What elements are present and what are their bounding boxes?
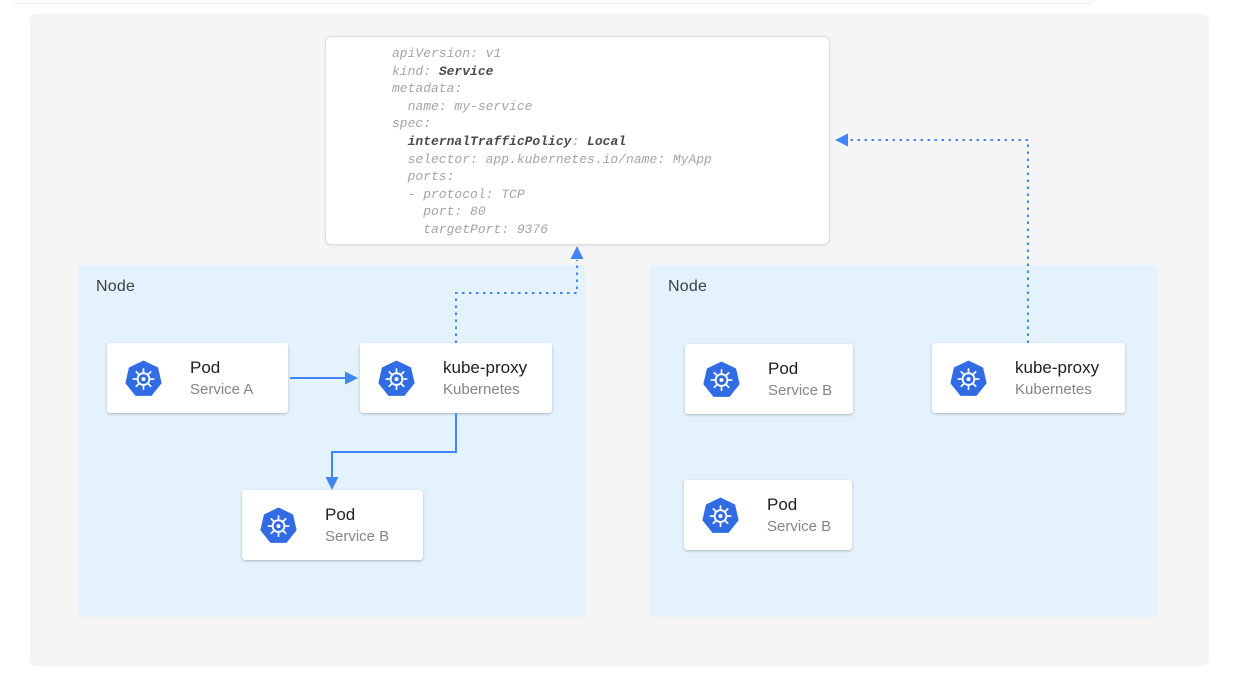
kubernetes-icon (702, 497, 739, 534)
kubernetes-icon (950, 360, 987, 397)
card-pod-service-b-left: Pod Service B (242, 490, 423, 560)
kubernetes-icon (260, 507, 297, 544)
yaml-line: ports: (392, 169, 455, 185)
card-subtitle: Service A (190, 381, 254, 398)
node-label: Node (668, 278, 708, 295)
card-subtitle: Kubernetes (1015, 381, 1092, 398)
card-kube-proxy-right: kube-proxy Kubernetes (932, 343, 1125, 413)
card-text: Pod Service B (325, 506, 389, 544)
card-title: Pod (768, 359, 799, 378)
yaml-line: kind: Service (392, 63, 494, 79)
card-title: Pod (190, 358, 221, 377)
card-subtitle: Service B (768, 382, 833, 399)
card-subtitle: Kubernetes (443, 381, 520, 398)
card-pod-service-a: Pod Service A (107, 343, 288, 413)
card-text: Pod Service B (767, 496, 831, 534)
yaml-line: apiVersion: v1 (392, 46, 502, 61)
card-title: Pod (767, 495, 798, 514)
diagram-canvas: apiVersion: v1 kind: Service metadata: nam… (30, 14, 1209, 666)
kubernetes-icon (378, 360, 415, 397)
card-pod-service-b-right-top: Pod Service B (685, 344, 853, 414)
kubernetes-icon (125, 360, 162, 397)
yaml-line: - protocol: TCP (392, 186, 525, 202)
card-subtitle: Service B (325, 528, 390, 545)
card-title: kube-proxy (443, 358, 528, 377)
yaml-line: metadata: (392, 81, 463, 97)
node-box-right: Node (650, 265, 1157, 617)
yaml-line: name: my-service (392, 98, 533, 114)
card-title: kube-proxy (1015, 358, 1100, 377)
yaml-line: targetPort: 9376 (392, 221, 549, 237)
page-top-divider (13, 0, 1093, 4)
card-title: Pod (325, 505, 356, 524)
card-text: Pod Service B (768, 360, 832, 398)
yaml-code: apiVersion: v1 kind: Service metadata: nam… (392, 45, 819, 239)
yaml-line: internalTrafficPolicy: Local (407, 133, 627, 149)
yaml-line: port: 80 (392, 204, 486, 220)
service-yaml-box: apiVersion: v1 kind: Service metadata: nam… (325, 36, 830, 245)
node-box-left: Node (78, 265, 585, 617)
yaml-line: spec: (392, 116, 432, 132)
kubernetes-icon (703, 361, 740, 398)
node-label: Node (96, 278, 136, 295)
card-text: kube-proxy Kubernetes (443, 359, 527, 397)
card-text: Pod Service A (190, 359, 253, 397)
card-pod-service-b-right-bottom: Pod Service B (684, 480, 852, 550)
card-kube-proxy-left: kube-proxy Kubernetes (360, 343, 552, 413)
card-subtitle: Service B (767, 518, 832, 535)
yaml-line: selector: app.kubernetes.io/name: MyApp (392, 151, 712, 167)
card-text: kube-proxy Kubernetes (1015, 359, 1099, 397)
